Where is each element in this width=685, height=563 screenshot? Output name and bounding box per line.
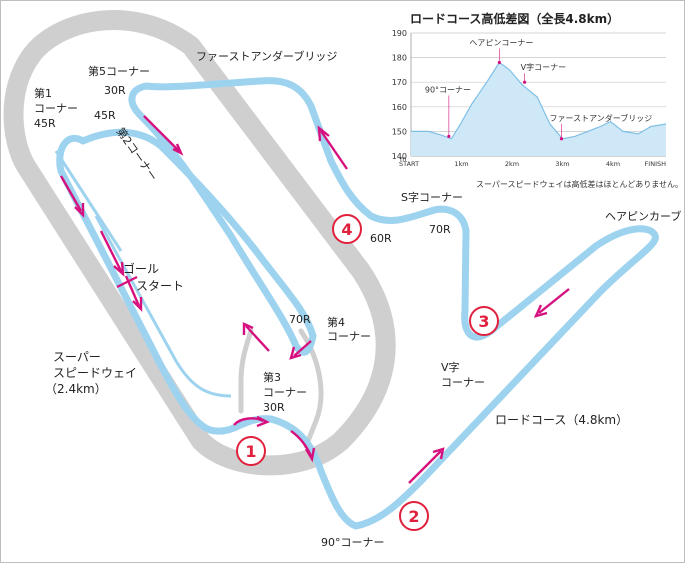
elevation-y-tick-5: 140	[392, 152, 407, 161]
elevation-annotation-0: 90°コーナー	[425, 85, 471, 94]
label-corner5: 第5コーナー	[88, 64, 150, 78]
label-super-speedway-line2: スピードウェイ	[53, 366, 137, 380]
label-s-corner-radius-70: 70R	[429, 223, 451, 236]
elevation-annotation-dot-0	[447, 134, 451, 138]
label-corner-90: 90°コーナー	[321, 536, 385, 549]
elevation-chart-title: ロードコース高低差図（全長4.8km）	[410, 11, 619, 26]
elevation-x-tick-4: 4km	[606, 160, 620, 168]
label-start: スタート	[136, 279, 184, 293]
elevation-x-tick-0: START	[399, 160, 419, 168]
course-labels: 第5コーナー 30R 第1 コーナー 45R 45R 第2コーナー ファーストア…	[34, 49, 681, 549]
label-super-speedway-length: （2.4km）	[45, 382, 107, 396]
elevation-note: スーパースピードウェイは高低差はほとんどありません。	[476, 179, 683, 189]
elevation-x-tick-1: 1km	[454, 160, 468, 168]
elevation-y-tick-1: 180	[392, 54, 407, 63]
label-s-corner: S字コーナー	[401, 190, 463, 204]
label-corner2-radius: 45R	[94, 109, 116, 122]
label-corner5-radius: 30R	[104, 84, 126, 97]
elevation-y-tick-0: 190	[392, 29, 407, 38]
label-corner1-line2: コーナー	[34, 102, 78, 115]
elevation-x-tick-3: 3km	[555, 160, 569, 168]
numbered-markers: 1 2 3 4	[236, 214, 499, 531]
label-v-corner-line1: V字	[441, 360, 460, 374]
label-corner1-radius: 45R	[34, 117, 56, 130]
elevation-annotation-1: ヘアピンコーナー	[469, 39, 533, 48]
elevation-chart: ロードコース高低差図（全長4.8km） 190 180 170 160 150 140 S…	[392, 11, 683, 189]
start-goal-line	[116, 276, 138, 288]
pit-lane	[94, 215, 232, 398]
label-super-speedway-line1: スーパー	[53, 350, 101, 364]
label-road-course: ロードコース（4.8km）	[495, 413, 628, 427]
label-corner3-radius: 30R	[263, 401, 285, 414]
label-corner4-line1: 第4	[327, 315, 345, 329]
label-corner1-line1: 第1	[34, 86, 52, 100]
svg-text:1: 1	[245, 442, 256, 461]
elevation-annotation-dot-3	[559, 137, 564, 141]
svg-text:4: 4	[341, 220, 352, 239]
elevation-y-unit: m	[400, 155, 406, 163]
label-corner4-line2: コーナー	[327, 330, 371, 343]
elevation-area	[411, 62, 666, 156]
elevation-y-tick-3: 160	[392, 103, 407, 112]
elevation-annotation-3: ファーストアンダーブリッジ	[549, 113, 652, 123]
label-corner3-line2: コーナー	[263, 386, 307, 399]
label-goal: ゴール	[123, 261, 159, 276]
elevation-y-tick-4: 150	[392, 127, 407, 136]
svg-text:2: 2	[408, 507, 419, 526]
elevation-y-tick-2: 170	[392, 78, 407, 87]
marker-2: 2	[399, 501, 429, 531]
label-first-under-bridge: ファーストアンダーブリッジ	[196, 49, 337, 63]
label-corner4-radius: 70R	[289, 313, 311, 326]
super-speedway-track	[3, 10, 396, 476]
elevation-x-tick-5: FINISH	[645, 160, 667, 168]
elevation-annotation-dot-2	[523, 80, 527, 84]
label-corner3-line1: 第3	[263, 370, 281, 384]
elevation-annotation-2: V字コーナー	[521, 62, 566, 72]
elevation-line	[411, 61, 667, 140]
marker-4: 4	[332, 214, 362, 244]
label-v-corner-line2: コーナー	[441, 376, 485, 389]
elevation-x-ticks: START 1km 2km 3km 4km FINISH	[399, 160, 666, 168]
elevation-annotation-dot-1	[497, 60, 501, 65]
marker-1: 1	[236, 436, 266, 466]
infield-connector-roads	[238, 328, 324, 449]
svg-text:3: 3	[478, 312, 489, 331]
marker-3: 3	[469, 306, 499, 336]
elevation-y-ticks: 190 180 170 160 150 140	[392, 29, 407, 161]
infield-shortcut	[54, 150, 123, 252]
elevation-x-tick-2: 2km	[505, 160, 519, 168]
label-hairpin-curve: ヘアピンカーブ	[605, 209, 681, 223]
label-s-corner-radius-60: 60R	[370, 232, 392, 245]
